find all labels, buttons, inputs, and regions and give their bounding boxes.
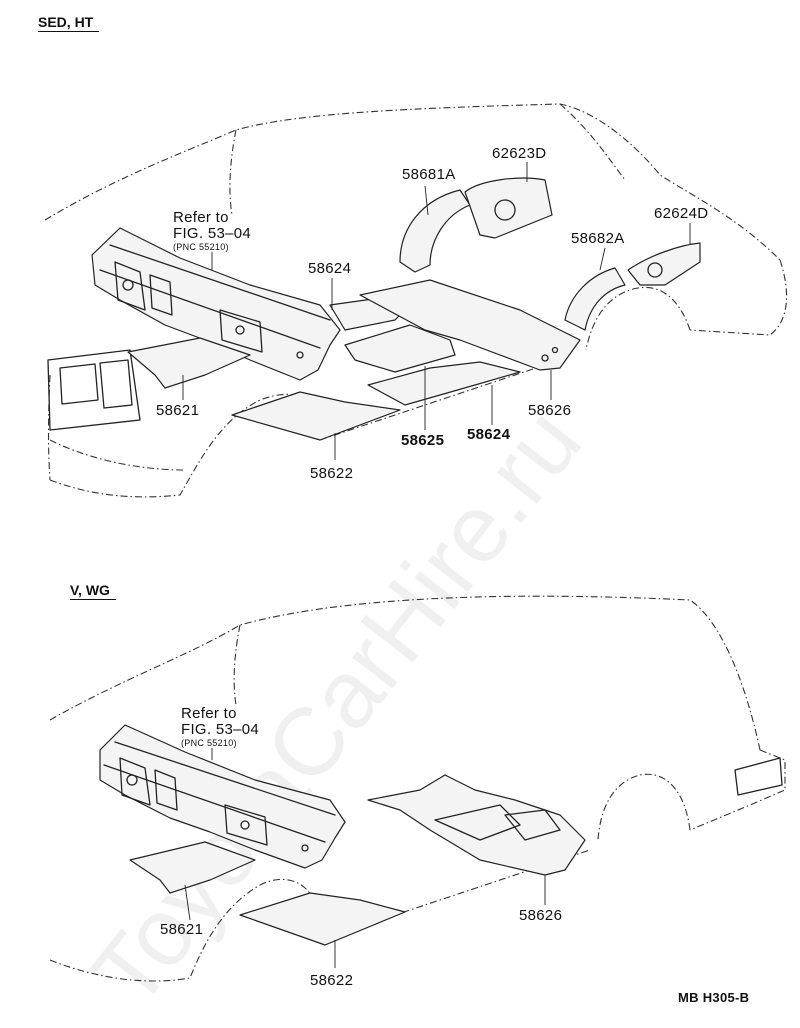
dash-panel-top bbox=[91, 227, 341, 381]
label-58622-top: 58622 bbox=[310, 465, 354, 482]
label-58621-top: 58621 bbox=[156, 402, 200, 419]
label-58624-lower: 58624 bbox=[467, 426, 511, 443]
label-58681A: 58681A bbox=[402, 166, 456, 183]
label-58622-bottom: 58622 bbox=[310, 972, 354, 989]
dash-panel-bottom bbox=[99, 724, 346, 869]
label-58626-bottom: 58626 bbox=[519, 907, 563, 924]
refer-note-line2-top: FIG. 53–04 bbox=[173, 225, 252, 242]
section-header-sed-ht: SED, HT bbox=[38, 14, 100, 32]
label-62623D: 62623D bbox=[492, 145, 547, 162]
label-58682A: 58682A bbox=[571, 230, 625, 247]
label-58625: 58625 bbox=[401, 432, 445, 449]
figure-code: MB H305-B bbox=[678, 990, 750, 1005]
refer-note-line1-bottom: Refer to bbox=[181, 705, 237, 722]
label-58624-upper: 58624 bbox=[308, 260, 352, 277]
refer-note-line1-top: Refer to bbox=[173, 209, 229, 226]
label-58626-top: 58626 bbox=[528, 402, 572, 419]
refer-note-line3-top: (PNC 55210) bbox=[173, 242, 229, 252]
sedan-body-outline bbox=[44, 103, 788, 498]
floor-parts-top bbox=[127, 177, 701, 441]
refer-note-line3-bottom: (PNC 55210) bbox=[181, 738, 237, 748]
section-header-v-wg: V, WG bbox=[70, 582, 116, 600]
label-58621-bottom: 58621 bbox=[160, 921, 204, 938]
leader-lines-top bbox=[182, 162, 691, 460]
floor-parts-bottom bbox=[129, 774, 586, 946]
leader-lines-bottom bbox=[184, 748, 546, 968]
label-62624D: 62624D bbox=[654, 205, 709, 222]
refer-note-line2-bottom: FIG. 53–04 bbox=[181, 721, 260, 738]
